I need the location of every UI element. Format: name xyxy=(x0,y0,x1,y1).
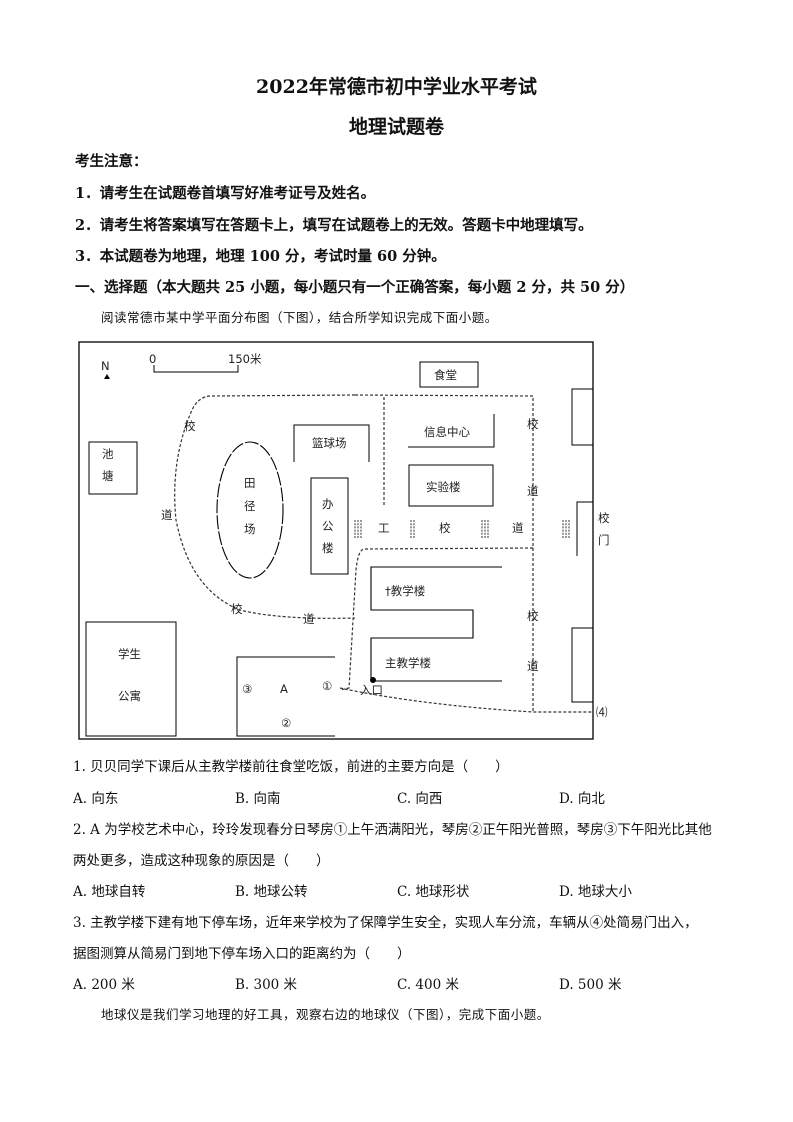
marker-4: ⑷ xyxy=(596,705,608,719)
question-3-stem-line1: 3. 主教学楼下建有地下停车场，近年来学校为了保障学生安全，实现人车分流，车辆从… xyxy=(73,915,698,931)
q1-option-b[interactable]: B. 向南 xyxy=(235,791,281,807)
question-2-stem-line1: 2. A 为学校艺术中心，玲玲发现春分日琴房①上午洒满阳光，琴房②正午阳光普照，… xyxy=(73,822,712,838)
road-label-dao-2: 道 xyxy=(303,612,315,626)
pond-label-1: 池 xyxy=(102,447,114,461)
question-3-stem-line2: 据图测算从简易门到地下停车场入口的距离约为（ ） xyxy=(73,946,411,962)
canteen-label: 食堂 xyxy=(434,368,457,382)
office-label-3: 楼 xyxy=(322,541,334,555)
gate-label-1: 校 xyxy=(598,511,610,525)
question-1-stem: 1. 贝贝同学下课后从主教学楼前往食堂吃饭，前进的主要方向是（ ） xyxy=(73,759,509,775)
q2-option-d[interactable]: D. 地球大小 xyxy=(559,884,632,900)
road-label-xiao-4: 校 xyxy=(439,521,451,535)
scale-bar xyxy=(153,365,239,373)
q3-option-b[interactable]: B. 300 米 xyxy=(235,977,298,993)
track-label-1: 田 xyxy=(244,476,256,490)
map-frame xyxy=(78,341,594,740)
road-label-xiao-5: 校 xyxy=(527,609,539,623)
entrance-dot xyxy=(370,677,376,683)
section-intro: 阅读常德市某中学平面分布图（下图），结合所学知识完成下面小题。 xyxy=(101,310,498,325)
q2-option-a[interactable]: A. 地球自转 xyxy=(73,884,146,900)
exam-title: 2022年常德市初中学业水平考试 xyxy=(256,76,537,98)
north-arrow-icon xyxy=(104,374,110,379)
notice-item-1: 1．请考生在试题卷首填写好准考证号及姓名。 xyxy=(75,185,376,202)
q2-option-c[interactable]: C. 地球形状 xyxy=(397,884,470,900)
main-teaching-label: 主教学楼 xyxy=(385,656,431,670)
basketball-label: 篮球场 xyxy=(312,436,347,450)
marker-2: ② xyxy=(281,716,291,730)
office-label-2: 公 xyxy=(322,519,334,533)
pond-label-2: 塘 xyxy=(102,469,114,483)
q3-option-c[interactable]: C. 400 米 xyxy=(397,977,459,993)
notice-heading: 考生注意： xyxy=(75,153,148,170)
notice-item-2: 2．请考生将答案填写在答题卡上，填写在试题卷上的无效。答题卡中地理填写。 xyxy=(75,217,593,234)
marker-3: ③ xyxy=(242,682,252,696)
road-label-dao-1: 道 xyxy=(161,508,173,522)
road-label-xiao-3: 校 xyxy=(527,417,539,431)
track-label-2: 径 xyxy=(244,499,256,513)
sub-teaching-label: †教学楼 xyxy=(385,584,426,598)
section-heading: 一、选择题（本大题共 25 小题，每小题只有一个正确答案，每小题 2 分，共 5… xyxy=(75,279,635,296)
road-label-gong: 工 xyxy=(378,521,390,535)
gate-label-2: 门 xyxy=(598,533,610,547)
lab-label: 实验楼 xyxy=(426,480,461,494)
q3-option-a[interactable]: A. 200 米 xyxy=(73,977,135,993)
scale-end: 150米 xyxy=(228,352,262,366)
office-label-1: 办 xyxy=(322,497,334,511)
road-label-xiao-2: 校 xyxy=(231,602,243,616)
globe-intro: 地球仪是我们学习地理的好工具，观察右边的地球仪（下图），完成下面小题。 xyxy=(101,1007,550,1022)
q1-option-a[interactable]: A. 向东 xyxy=(73,791,119,807)
road-label-dao-4: 道 xyxy=(512,521,524,535)
scale-start: 0 xyxy=(149,352,156,366)
q3-option-d[interactable]: D. 500 米 xyxy=(559,977,622,993)
q2-option-b[interactable]: B. 地球公转 xyxy=(235,884,308,900)
road-label-xiao-1: 校 xyxy=(184,419,196,433)
q1-option-c[interactable]: C. 向西 xyxy=(397,791,443,807)
art-center-label: A xyxy=(280,682,288,696)
info-center-label: 信息中心 xyxy=(424,425,470,439)
school-map: N 0 150米 食堂 池 塘 篮球场 信息中心 实验楼 田 径 场 办 公 楼… xyxy=(78,341,610,740)
dorm-label-2: 公寓 xyxy=(118,689,141,703)
north-label: N xyxy=(101,359,110,373)
road-label-dao-3: 道 xyxy=(527,484,539,498)
q1-option-d[interactable]: D. 向北 xyxy=(559,791,605,807)
notice-item-3: 3．本试题卷为地理，地理 100 分，考试时量 60 分钟。 xyxy=(75,248,446,265)
question-2-stem-line2: 两处更多，造成这种现象的原因是（ ） xyxy=(73,853,330,869)
road-label-dao-5: 道 xyxy=(527,659,539,673)
dorm-label-1: 学生 xyxy=(118,647,141,661)
marker-1: ① xyxy=(322,679,332,693)
entrance-label: 入口 xyxy=(360,683,383,697)
track-label-3: 场 xyxy=(244,522,256,536)
exam-subtitle: 地理试题卷 xyxy=(348,116,444,138)
